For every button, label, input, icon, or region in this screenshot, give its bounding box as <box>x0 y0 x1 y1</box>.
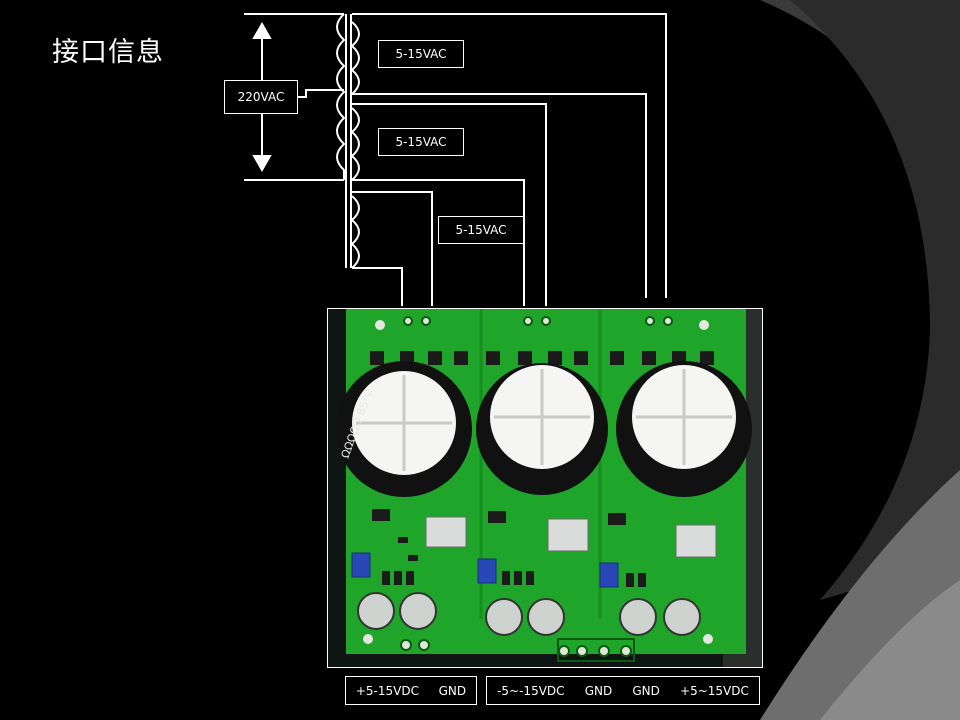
diode <box>700 351 714 365</box>
mounting-hole <box>363 634 373 644</box>
trimmer-pot-1 <box>351 552 371 578</box>
output-capacitor <box>357 592 395 630</box>
diode <box>428 351 442 365</box>
output-terminal-header <box>557 638 635 662</box>
smd-part <box>398 537 408 543</box>
ac-input-pad <box>403 316 413 326</box>
terminal-label: GND <box>438 683 467 698</box>
pcb-photo: ΩΩΩΩΩ 85°C <box>327 308 763 668</box>
output-capacitor <box>527 598 565 636</box>
terminal-label: GND <box>632 683 660 698</box>
output-terminal-pad <box>620 645 632 657</box>
diode <box>548 351 562 365</box>
smd-ic <box>608 513 626 525</box>
primary-coil <box>336 13 346 180</box>
smd-part <box>502 571 510 585</box>
ac-input-pad <box>663 316 673 326</box>
pcb-illustration: ΩΩΩΩΩ 85°C <box>328 309 762 667</box>
secondary-voltage-label-3: 5-15VAC <box>438 216 524 244</box>
sec3-bottom-wire <box>352 267 403 306</box>
output-terminal-pad <box>400 639 412 651</box>
smd-part <box>514 571 522 585</box>
output-capacitor <box>485 598 523 636</box>
mounting-hole <box>375 320 385 330</box>
ac-input-pad <box>523 316 533 326</box>
smd-ic <box>488 511 506 523</box>
secondary-voltage-label-1: 5-15VAC <box>378 40 464 68</box>
terminal-label: GND <box>584 683 613 698</box>
terminal-label-right: -5~-15VDC GND GND +5~15VDC <box>486 676 760 705</box>
output-capacitor <box>619 598 657 636</box>
diode <box>370 351 384 365</box>
output-capacitor <box>399 592 437 630</box>
terminal-label: +5-15VDC <box>355 683 419 698</box>
arrow-down-icon <box>252 155 272 173</box>
ac-input-pad <box>421 316 431 326</box>
ac-input-pad <box>645 316 655 326</box>
output-terminal-pad <box>558 645 570 657</box>
secondary-coil-2 <box>350 107 360 181</box>
output-terminal-pad <box>418 639 430 651</box>
terminal-label-left: +5-15VDC GND <box>345 676 477 705</box>
page-title: 接口信息 <box>52 37 164 68</box>
smd-part <box>638 573 646 587</box>
output-capacitor <box>663 598 701 636</box>
primary-lead <box>298 89 344 98</box>
trimmer-pot-3 <box>599 562 619 588</box>
smd-part <box>526 571 534 585</box>
secondary-coil-3 <box>350 195 360 269</box>
secondary-coil-1 <box>350 21 360 95</box>
diode <box>454 351 468 365</box>
diode <box>642 351 656 365</box>
diode <box>574 351 588 365</box>
regulator-chip-3 <box>675 524 717 558</box>
regulator-chip-1 <box>425 516 467 548</box>
arrow-up-icon <box>252 21 272 39</box>
terminal-label: +5~15VDC <box>680 683 749 698</box>
smd-part <box>406 571 414 585</box>
diode <box>610 351 624 365</box>
trimmer-pot-2 <box>477 558 497 584</box>
smd-part <box>394 571 402 585</box>
sec2-bottom-wire <box>352 179 525 306</box>
sec1-top-wire <box>352 13 667 298</box>
primary-voltage-label: 220VAC <box>224 80 298 114</box>
smd-ic <box>372 509 390 521</box>
smd-part <box>408 555 418 561</box>
smd-part <box>626 573 634 587</box>
regulator-chip-2 <box>547 518 589 552</box>
output-terminal-pad <box>576 645 588 657</box>
diode <box>518 351 532 365</box>
output-terminal-pad <box>598 645 610 657</box>
terminal-label: -5~-15VDC <box>497 683 565 698</box>
secondary-voltage-label-2: 5-15VAC <box>378 128 464 156</box>
mounting-hole <box>699 320 709 330</box>
sec1-bottom-wire <box>352 93 647 298</box>
smd-part <box>382 571 390 585</box>
diode <box>486 351 500 365</box>
ac-input-pad <box>541 316 551 326</box>
mounting-hole <box>703 634 713 644</box>
sec3-top-wire <box>352 191 433 306</box>
sec2-top-wire <box>352 103 547 306</box>
